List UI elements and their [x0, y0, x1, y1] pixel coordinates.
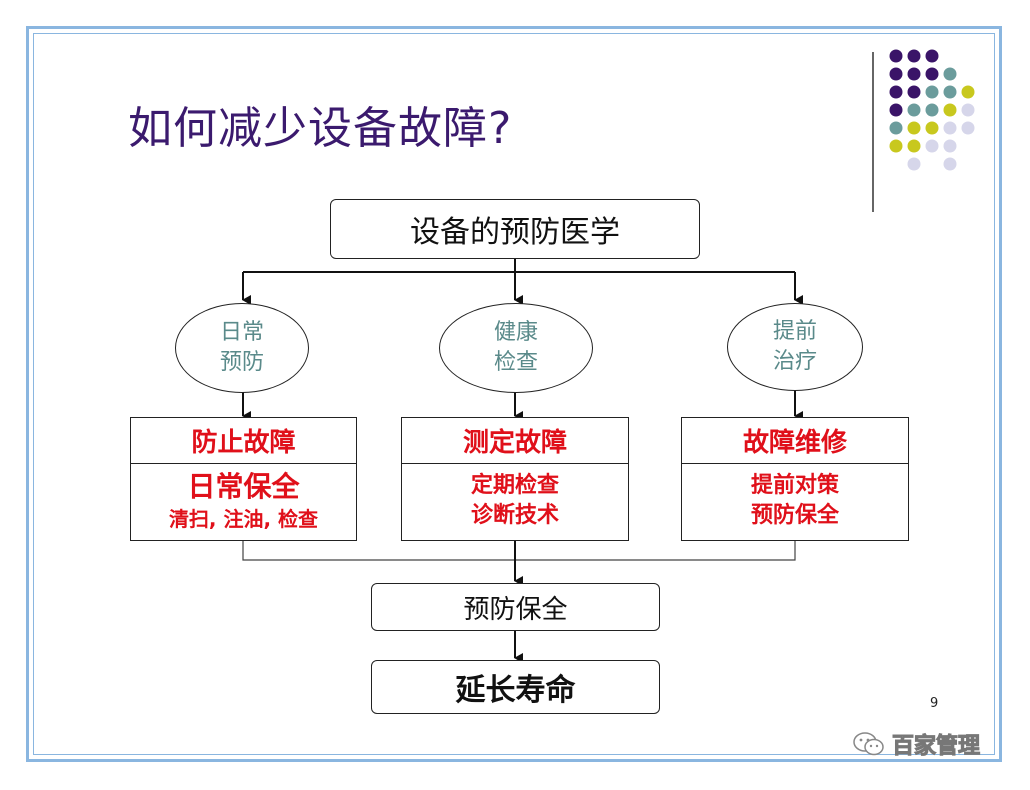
decor-dot [907, 157, 921, 171]
decor-dot [925, 121, 939, 135]
card-head: 防止故障 [131, 418, 356, 464]
card-body: 日常保全 清扫, 注油, 检查 [131, 464, 356, 538]
decor-dot [907, 85, 921, 99]
merge-bar [242, 540, 796, 561]
decor-dot [961, 121, 975, 135]
card-failure-repair: 故障维修 提前对策 预防保全 [681, 417, 909, 541]
decor-dot [925, 67, 939, 81]
merge-node: 预防保全 [371, 583, 660, 631]
card-body: 提前对策 预防保全 [682, 464, 908, 538]
ellipse-label-line: 健康 [493, 320, 538, 345]
ellipse-early-treatment: 提前 治疗 [727, 303, 863, 391]
ellipse-label-line: 日常 [219, 320, 264, 345]
decor-dot [943, 121, 957, 135]
ellipse-label-line: 预防 [219, 350, 264, 375]
ellipse-label-line: 治疗 [772, 349, 817, 374]
card-body-line: 诊断技术 [470, 503, 559, 528]
ellipse-health-check: 健康 检查 [439, 303, 593, 393]
card-body-line: 提前对策 [750, 473, 839, 498]
decor-dot [907, 121, 921, 135]
decor-dot-grid [889, 49, 975, 171]
decor-dot [961, 85, 975, 99]
decor-dot [889, 121, 903, 135]
decor-dot [889, 49, 903, 63]
ellipse-label-line: 检查 [493, 350, 538, 375]
wechat-icon [853, 732, 884, 756]
card-body-line: 预防保全 [750, 503, 839, 528]
root-node: 设备的预防医学 [330, 199, 700, 259]
slide-frame-outer [26, 26, 1002, 762]
slide-frame-inner [33, 33, 995, 755]
decor-dot [907, 67, 921, 81]
card-body: 定期检查 诊断技术 [402, 464, 628, 538]
card-body-line: 日常保全 [187, 470, 300, 503]
page-number: 9 [930, 696, 939, 711]
card-head: 测定故障 [402, 418, 628, 464]
decor-dot [943, 67, 957, 81]
decor-dot [907, 139, 921, 153]
watermark-text: 百家管理 [891, 734, 981, 760]
ellipse-daily-prevention: 日常 预防 [175, 303, 309, 393]
decor-dot [907, 49, 921, 63]
decor-dot [943, 103, 957, 117]
decor-dot [907, 103, 921, 117]
card-body-line: 清扫, 注油, 检查 [168, 507, 319, 531]
card-body-line: 定期检查 [470, 473, 559, 498]
decor-dot [925, 103, 939, 117]
decor-dot [889, 85, 903, 99]
decor-dot [943, 157, 957, 171]
decor-dot [889, 67, 903, 81]
result-node: 延长寿命 [371, 660, 660, 714]
decor-dot [961, 103, 975, 117]
watermark: 百家管理 [852, 728, 981, 760]
slide-title: 如何减少设备故障? [128, 103, 513, 154]
ellipse-label-line: 提前 [772, 319, 817, 344]
decor-dot [943, 139, 957, 153]
card-head: 故障维修 [682, 418, 908, 464]
card-prevent-failure: 防止故障 日常保全 清扫, 注油, 检查 [130, 417, 357, 541]
decor-dot [889, 103, 903, 117]
merge-node-label: 预防保全 [463, 594, 568, 625]
decor-dot [925, 139, 939, 153]
decor-dot [925, 49, 939, 63]
decor-dot [889, 139, 903, 153]
root-node-label: 设备的预防医学 [410, 215, 620, 250]
decor-vertical-line [872, 52, 874, 212]
decor-dot [943, 85, 957, 99]
card-measure-failure: 测定故障 定期检查 诊断技术 [401, 417, 629, 541]
decor-dot [925, 85, 939, 99]
result-node-label: 延长寿命 [455, 673, 576, 708]
